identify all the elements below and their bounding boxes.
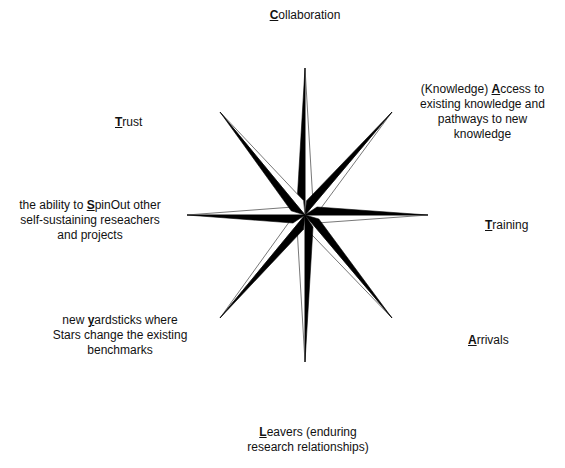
rose-point-dark [305,207,428,215]
rose-point-light [305,68,313,215]
rose-point-light [297,215,305,362]
rose-point-light [220,215,305,318]
rose-point-dark [297,68,305,215]
compass-label: Trust [115,115,160,130]
compass-label: Leavers (enduring research relationships… [238,425,378,455]
compass-label: Collaboration [255,8,355,23]
rose-point-dark [220,112,305,215]
rose-point-light [305,215,428,223]
rose-point-light [305,112,392,215]
rose-point-dark [220,215,305,318]
rose-point-dark [187,215,305,223]
compass-label: new yardsticks where Stars change the ex… [50,313,190,358]
compass-label: Training [485,218,555,233]
rose-point-light [305,215,392,318]
compass-label: (Knowledge) Access to existing knowledge… [410,82,555,142]
compass-label: Arrivals [468,333,538,348]
rose-point-light [187,207,305,215]
rose-point-light [220,112,305,215]
rose-point-dark [305,215,392,318]
rose-point-dark [305,215,313,362]
compass-label: the ability to SpinOut other self-sustai… [10,198,170,243]
rose-point-dark [305,112,392,215]
